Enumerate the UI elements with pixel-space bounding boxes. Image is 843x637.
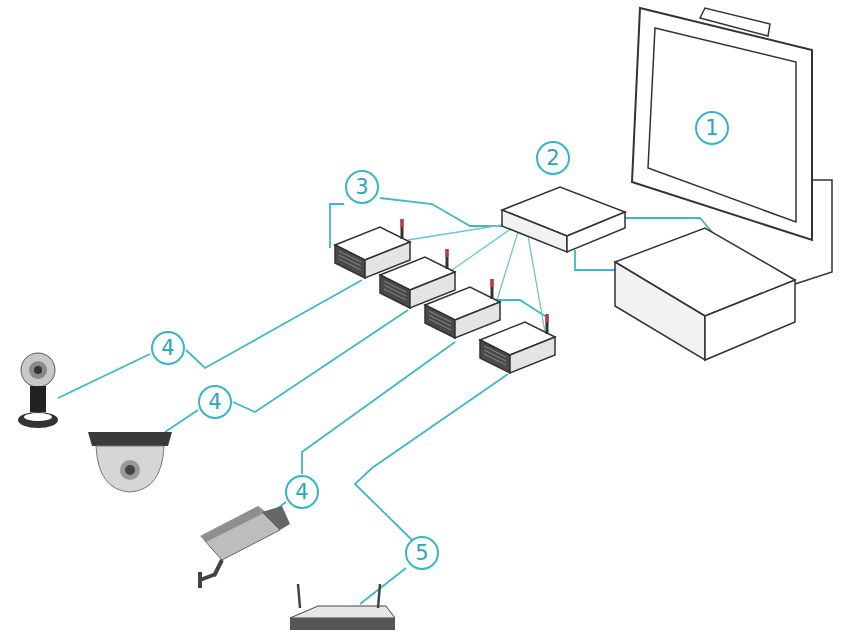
camera-wire <box>233 310 408 412</box>
callout-number: 4 <box>151 331 185 365</box>
callout-number: 5 <box>405 536 439 570</box>
recorder-box <box>615 228 795 360</box>
camera-wire <box>186 280 362 368</box>
bracket-line <box>330 204 344 248</box>
splitter-box <box>502 187 625 252</box>
ball-camera <box>18 353 58 428</box>
connection-wires <box>58 198 712 604</box>
dome-camera <box>88 432 172 492</box>
bullet-camera <box>200 506 290 588</box>
transmitter-units <box>335 219 555 373</box>
transmitter-unit <box>480 314 555 373</box>
callout-number: 1 <box>695 111 729 145</box>
router-wire <box>355 374 508 540</box>
bracket-line <box>380 198 505 226</box>
camera-wire <box>58 354 150 398</box>
transmitter-unit <box>425 279 500 338</box>
camera-wire <box>165 410 198 432</box>
callout-number: 2 <box>536 141 570 175</box>
router <box>290 584 395 630</box>
monitor <box>632 8 832 284</box>
router-wire <box>360 568 406 604</box>
callout-number: 4 <box>285 475 319 509</box>
callout-number: 3 <box>345 170 379 204</box>
callout-number: 4 <box>198 385 232 419</box>
camera-wire <box>302 342 455 474</box>
